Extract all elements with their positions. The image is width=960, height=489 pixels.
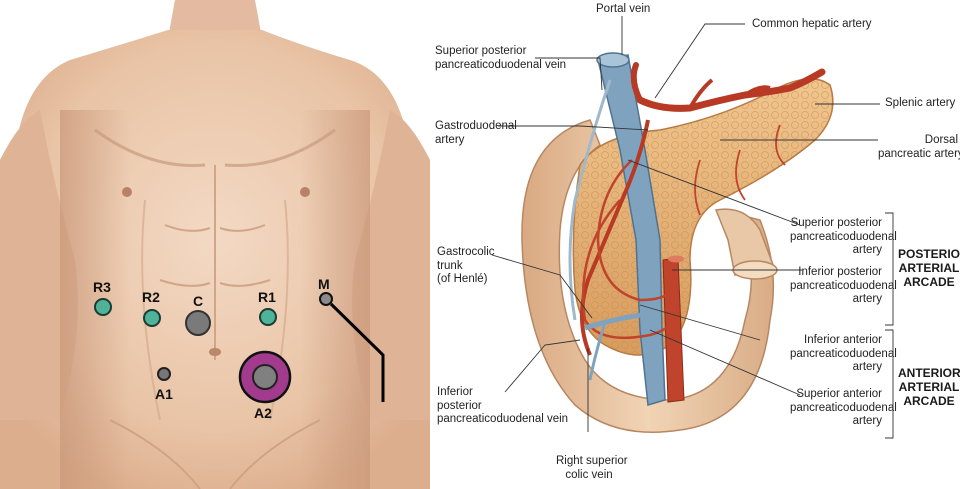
label-line: artery <box>435 133 465 146</box>
label-right-superior-colic-vein: Right superior colic vein <box>556 455 628 482</box>
right-nipple <box>300 187 310 197</box>
port-r3 <box>94 298 112 316</box>
label-line: Gastroduodenal <box>435 120 517 132</box>
posterior-arcade-vessel <box>596 159 674 302</box>
label-line: artery <box>852 244 882 256</box>
label-posterior-arterial-arcade: POSTERIOR ARTERIAL ARCADE <box>898 247 960 289</box>
port-a1 <box>157 367 171 381</box>
label-line: pancreaticoduodenal <box>790 401 897 414</box>
label-line: pancreaticoduodenal <box>790 347 897 360</box>
port-r2 <box>143 309 161 327</box>
label-line: artery <box>852 415 882 427</box>
port-m <box>319 292 333 306</box>
label-line: ARTERIAL <box>898 261 960 275</box>
label-portal-vein: Portal vein <box>596 3 651 15</box>
umbilicus <box>209 348 221 356</box>
port-a2 <box>252 364 278 390</box>
label-line: pancreaticoduodenal <box>790 279 897 292</box>
port-label-r2: R2 <box>142 289 160 305</box>
label-line: POSTERIOR <box>898 247 960 261</box>
label-splenic-artery: Splenic artery <box>885 97 956 109</box>
port-r1 <box>259 308 277 326</box>
label-inferior-posterior-vein: Inferior posterior pancreaticoduodenal v… <box>437 386 568 427</box>
label-line: trunk <box>437 259 463 272</box>
m-instrument-line <box>329 302 385 402</box>
left-nipple <box>122 187 132 197</box>
label-line: pancreaticoduodenal <box>790 230 897 243</box>
port-label-c: C <box>193 293 204 309</box>
neck <box>168 0 262 38</box>
port-label-m: M <box>318 276 330 292</box>
label-superior-posterior-artery: Superior posterior pancreaticoduodenal a… <box>790 217 897 258</box>
label-line: Gastrocolic <box>437 246 495 258</box>
label-line: artery <box>852 361 882 373</box>
port-c <box>185 310 211 336</box>
label-common-hepatic-artery: Common hepatic artery <box>752 18 872 30</box>
label-gastrocolic-trunk: Gastrocolic trunk (of Henlé) <box>437 246 495 287</box>
label-superior-anterior-artery: Superior anterior pancreaticoduodenal ar… <box>790 388 897 429</box>
torso-diagram <box>0 0 430 489</box>
label-line: (of Henlé) <box>437 273 488 285</box>
port-label-r1: R1 <box>258 289 276 305</box>
label-line: Inferior anterior <box>804 334 882 346</box>
label-inferior-posterior-artery: Inferior posterior pancreaticoduodenal a… <box>790 266 897 307</box>
label-line: Superior anterior <box>796 388 882 400</box>
label-line: pancreatic artery <box>878 147 960 160</box>
label-line: colic vein <box>565 468 613 481</box>
label-line: Inferior <box>437 386 473 398</box>
label-line: Right superior <box>556 455 628 467</box>
label-inferior-anterior-artery: Inferior anterior pancreaticoduodenal ar… <box>790 334 897 375</box>
label-line: posterior <box>437 399 482 412</box>
label-line: ANTERIOR <box>898 366 960 380</box>
label-gastroduodenal-artery: Gastroduodenal artery <box>435 120 517 147</box>
port-label-r3: R3 <box>93 279 111 295</box>
port-label-a1: A1 <box>155 386 173 402</box>
label-dorsal-pancreatic-artery: Dorsal pancreatic artery <box>878 134 960 161</box>
label-line: artery <box>852 293 882 305</box>
label-line: Inferior posterior <box>798 266 882 278</box>
label-line: ARTERIAL <box>898 380 960 394</box>
label-line: Superior posterior <box>435 45 527 57</box>
label-line: ARCADE <box>903 394 955 408</box>
label-line: Dorsal <box>924 134 958 146</box>
label-line: ARCADE <box>903 275 955 289</box>
label-line: pancreaticoduodenal vein <box>435 58 567 71</box>
left-arm <box>0 110 78 420</box>
gastrocolic-trunk-vessel <box>584 312 641 331</box>
port-label-a2: A2 <box>254 405 272 421</box>
label-superior-posterior-vein: Superior posterior pancreaticoduodenal v… <box>435 45 566 72</box>
label-line: Superior posterior <box>790 217 882 229</box>
label-line: pancreaticoduodenal vein <box>437 413 569 425</box>
label-anterior-arterial-arcade: ANTERIOR ARTERIAL ARCADE <box>898 366 960 408</box>
